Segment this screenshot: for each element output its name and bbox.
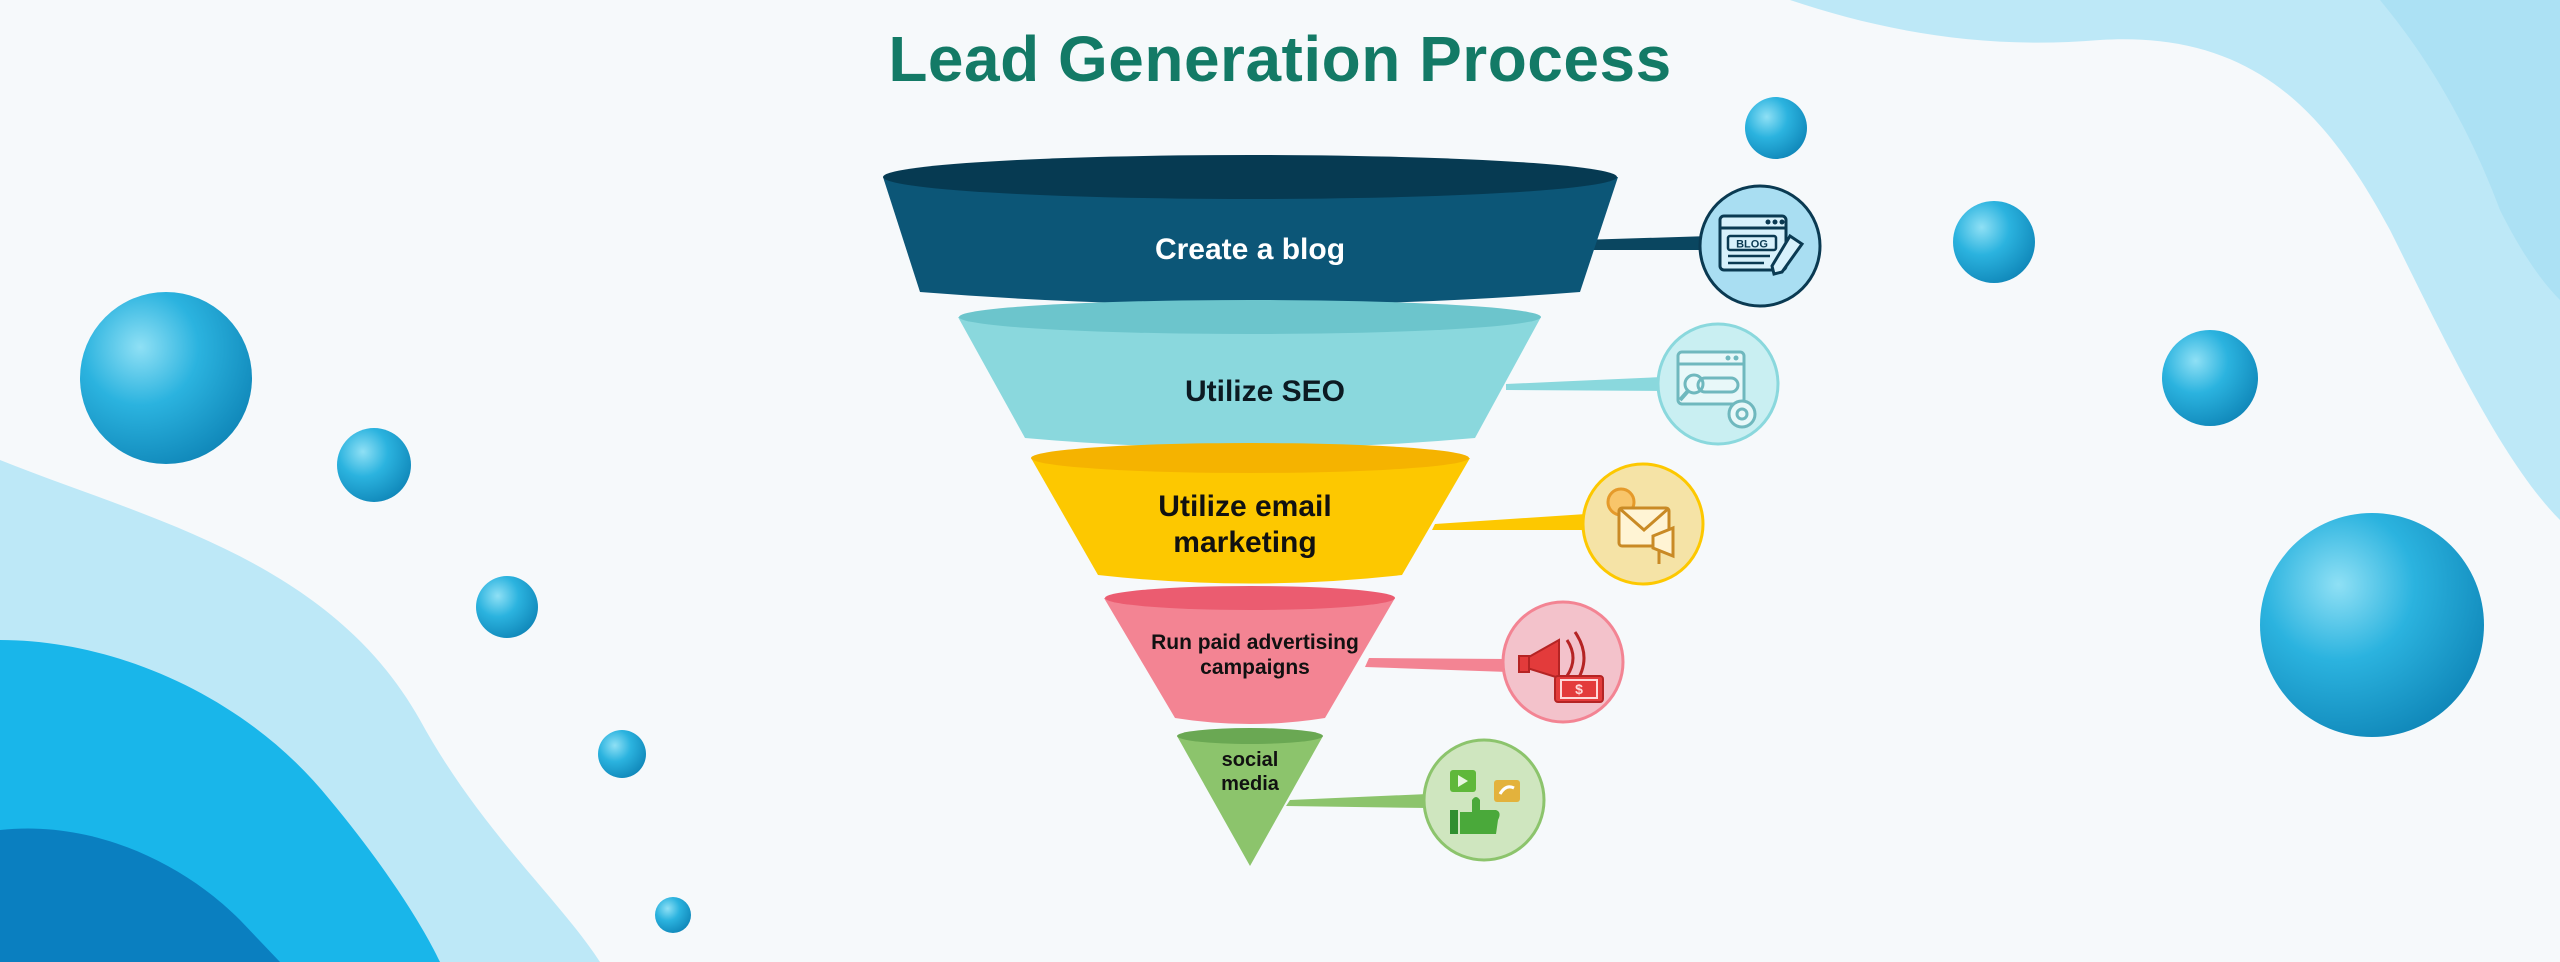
svg-text:BLOG: BLOG [1736, 239, 1768, 251]
layer-1-text: Create a blog [1154, 233, 1346, 266]
bubble [476, 576, 538, 638]
funnel-layer-label-4: Run paid advertising campaigns [1130, 620, 1380, 690]
bubble [655, 897, 691, 933]
page-title: Lead Generation Process [888, 23, 1672, 95]
blog-icon: BLOG [1698, 184, 1822, 308]
funnel-layer-label-1: Create a blog [1000, 220, 1500, 280]
seo-search-icon [1656, 322, 1780, 446]
bubble [598, 730, 646, 778]
megaphone-money-icon: $ [1501, 600, 1625, 724]
connector-line-5 [1286, 794, 1428, 808]
connector-line-2 [1506, 377, 1662, 391]
bubble [2260, 513, 2484, 737]
funnel-layer-label-5: social media [1200, 744, 1300, 800]
layer-5-text: social media [1221, 749, 1279, 795]
funnel-layer-1 [883, 155, 1618, 305]
bubble [2162, 330, 2258, 426]
bubble [337, 428, 411, 502]
connector-line-3 [1432, 514, 1586, 530]
svg-text:$: $ [1575, 681, 1583, 697]
wave-left-dark [0, 828, 280, 962]
bubble [1745, 97, 1807, 159]
layer-3-text: Utilize email marketing [1158, 490, 1332, 559]
wave-right-mid [2380, 0, 2560, 300]
funnel-layer-3 [1031, 443, 1470, 584]
bubble [80, 292, 252, 464]
connector-line-1 [1575, 236, 1710, 250]
funnel-layer-label-2: Utilize SEO [1015, 362, 1515, 422]
funnel-layer-5 [1177, 728, 1323, 866]
funnel-layer-label-3: Utilize email marketing [1120, 480, 1370, 570]
funnel-layer-2 [958, 300, 1541, 448]
connector-line-4 [1365, 658, 1508, 672]
wave-right-light [1790, 0, 2560, 520]
bubble [1953, 201, 2035, 283]
funnel-layer-4 [1104, 586, 1395, 724]
email-marketing-icon [1581, 462, 1705, 586]
layer-4-text: Run paid advertising campaigns [1151, 630, 1359, 679]
social-media-icon [1422, 738, 1546, 862]
layer-2-text: Utilize SEO [1184, 375, 1346, 408]
